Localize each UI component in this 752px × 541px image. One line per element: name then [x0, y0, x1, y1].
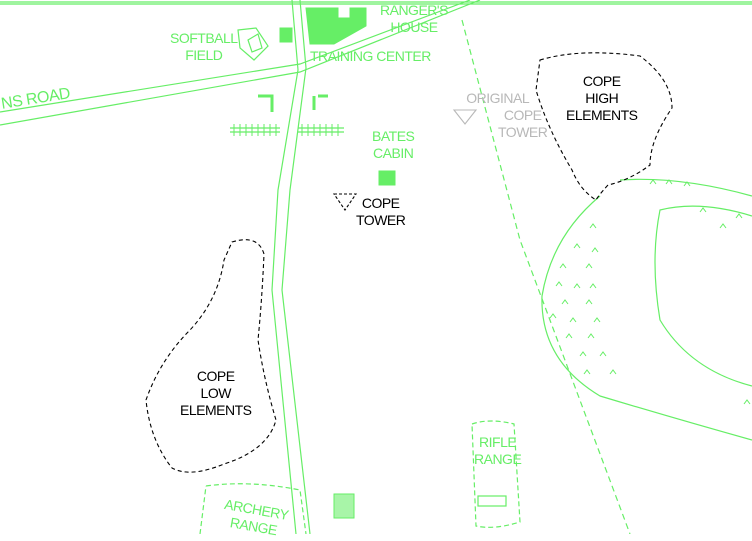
bates-cabin-label-line1: BATES — [372, 128, 415, 144]
archery-range-outline — [199, 483, 307, 534]
wetland-edge-inner — [654, 205, 752, 387]
rifle-range-label: RIFLE RANGE — [474, 434, 522, 468]
cope-high-elements-label-line1: COPE — [582, 73, 621, 89]
softball-field-diamond — [247, 33, 263, 53]
cope-high-elements-label-line2: HIGH — [585, 90, 619, 106]
cope-low-elements-boundary — [145, 239, 277, 473]
softball-shed — [279, 27, 293, 43]
bates-cabin-building — [378, 170, 396, 186]
structure-l-west — [258, 94, 274, 112]
top-border-line — [0, 1, 752, 5]
rifle-range-target — [477, 495, 507, 507]
parking-stalls — [233, 124, 339, 136]
dashed-trail — [461, 19, 631, 534]
bates-cabin-label-line2: CABIN — [373, 145, 414, 161]
rangers-house-label-line2: HOUSE — [390, 19, 438, 35]
cope-high-elements-boundary — [535, 52, 673, 201]
cope-tower-label-line1: COPE — [361, 195, 400, 211]
rangers-house-label: RANGER'S HOUSE — [380, 2, 448, 36]
wetland-edge-north — [619, 178, 752, 197]
original-cope-tower-label-line2: COPE — [503, 107, 542, 123]
archery-shed — [333, 493, 355, 519]
cope-low-elements-label: COPE LOW ELEMENTS — [180, 368, 252, 419]
wetland-edge-west — [541, 195, 752, 441]
training-center-label: TRAINING CENTER — [310, 48, 431, 64]
rifle-range-label-line2: RANGE — [474, 451, 522, 467]
structure-l-east — [312, 94, 328, 110]
softball-field-label-line2: FIELD — [185, 47, 223, 63]
softball-field-label-line1: SOFTBALL — [170, 30, 238, 46]
cope-low-elements-label-line1: COPE — [196, 368, 235, 384]
vertical-road-west — [271, 0, 299, 534]
rifle-range-outline — [471, 420, 521, 528]
cope-high-elements-label: COPE HIGH ELEMENTS — [566, 73, 638, 124]
rifle-range-label-line1: RIFLE — [479, 434, 517, 450]
rangers-house-label-line1: RANGER'S — [380, 2, 448, 18]
cope-tower-label: COPE TOWER — [356, 195, 406, 229]
original-cope-tower-label: ORIGINAL COPE TOWER — [448, 90, 548, 141]
original-cope-tower-icon — [452, 109, 478, 125]
vertical-road-east — [281, 0, 311, 534]
cope-high-elements-label-line3: ELEMENTS — [566, 107, 638, 123]
training-center-building — [305, 7, 367, 45]
softball-field-outline — [237, 27, 269, 61]
cope-low-elements-label-line3: ELEMENTS — [180, 402, 252, 418]
parking-row-east — [298, 127, 344, 133]
cope-tower-icon — [332, 193, 358, 211]
cope-low-elements-label-line2: LOW — [200, 385, 232, 401]
cope-tower-label-line2: TOWER — [356, 212, 406, 228]
softball-field-label: SOFTBALL FIELD — [170, 30, 238, 64]
original-cope-tower-label-line3: TOWER — [498, 124, 548, 140]
marsh-tufts — [549, 179, 751, 405]
main-road-edge — [0, 0, 481, 126]
original-cope-tower-label-line1: ORIGINAL — [466, 90, 530, 106]
bates-cabin-label: BATES CABIN — [372, 128, 415, 162]
parking-row-west — [230, 127, 280, 133]
main-road — [0, 0, 471, 113]
